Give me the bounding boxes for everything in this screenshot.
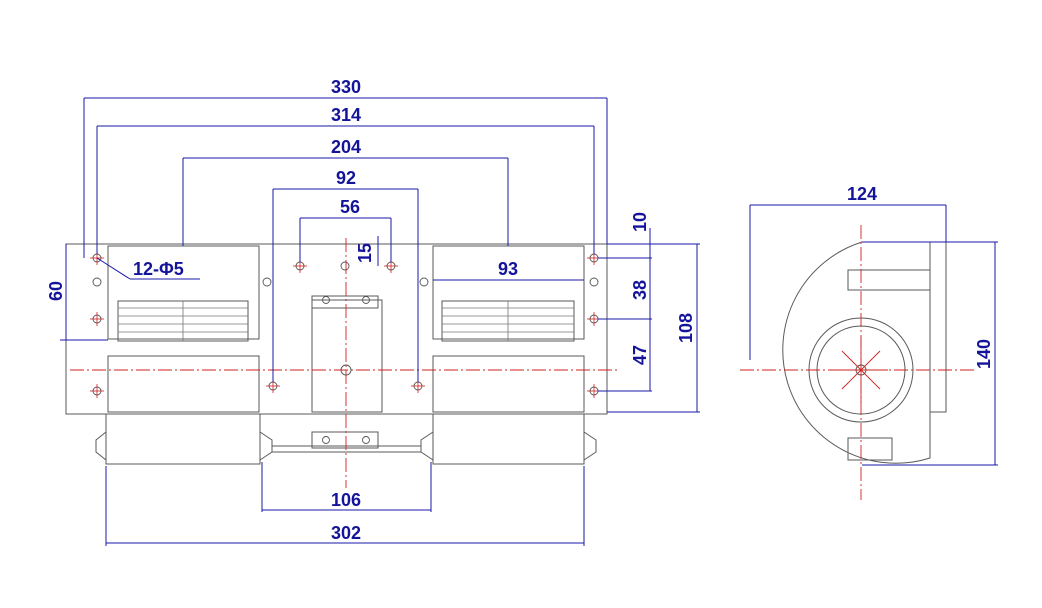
dim-overall-width: 330 xyxy=(83,77,608,258)
dim-outlet-width: 93 xyxy=(433,259,584,281)
motor-body xyxy=(311,299,383,413)
dim-overall-height: 108 xyxy=(607,244,700,413)
dim-inner-hole-span-label: 92 xyxy=(336,168,356,188)
dim-left-height-label: 60 xyxy=(46,281,66,301)
left-lower-housing xyxy=(107,355,260,413)
dim-right-stack: 10 38 47 xyxy=(598,212,700,392)
dim-middle-hole-span-label: 204 xyxy=(331,137,361,157)
dim-foot-span: 106 xyxy=(261,462,432,512)
dim-outer-hole-span-label: 314 xyxy=(331,105,361,125)
dim-depth-label: 124 xyxy=(847,184,877,204)
center-foot-tab-left xyxy=(259,431,273,461)
dim-side-height-label: 140 xyxy=(974,339,994,369)
dim-outer-hole-span: 314 xyxy=(96,105,595,254)
dim-bracket-holes-label: 56 xyxy=(340,197,360,217)
front-view: 330 314 204 92 56 xyxy=(46,77,700,546)
motor-bracket-bottom xyxy=(311,431,379,449)
dim-bracket-offset: 15 xyxy=(355,236,379,266)
right-lower-housing xyxy=(432,355,585,413)
scroll-housing xyxy=(782,241,931,464)
dim-overall-width-label: 330 xyxy=(331,77,361,97)
dim-depth: 124 xyxy=(749,184,947,360)
dim-inner-hole-span: 92 xyxy=(272,168,419,382)
dim-top-offset-label: 10 xyxy=(630,212,650,232)
lower-foot-housing xyxy=(105,414,585,465)
mounting-holes xyxy=(92,253,599,444)
motor-bracket-top xyxy=(311,295,379,309)
top-terminal xyxy=(847,269,931,291)
dim-foot-span-label: 106 xyxy=(331,490,361,510)
bottom-terminal xyxy=(847,437,893,461)
hole-callout-label: 12-Φ5 xyxy=(133,259,184,279)
dim-overall-height-label: 108 xyxy=(676,313,696,343)
dim-lower-offset-label: 47 xyxy=(630,345,650,365)
dim-outlet-width-label: 93 xyxy=(498,259,518,279)
dim-housing-width: 302 xyxy=(105,466,585,546)
left-fan-grille xyxy=(117,300,249,342)
dim-bracket-offset-label: 15 xyxy=(355,243,375,263)
dim-side-height: 140 xyxy=(862,241,998,466)
dim-housing-width-label: 302 xyxy=(331,523,361,543)
dim-left-height: 60 xyxy=(46,244,108,341)
side-flange xyxy=(929,241,947,413)
right-foot-tab xyxy=(583,431,597,461)
left-foot-tab xyxy=(95,431,107,461)
side-view: 124 140 xyxy=(740,184,998,500)
dim-middle-hole-span: 204 xyxy=(182,137,509,246)
hole-callout: 12-Φ5 xyxy=(96,257,200,280)
dim-bracket-holes: 56 xyxy=(299,197,392,262)
center-foot-tab-right xyxy=(420,431,434,461)
right-fan-grille xyxy=(441,300,575,342)
dim-hole-pitch-label: 38 xyxy=(630,280,650,300)
